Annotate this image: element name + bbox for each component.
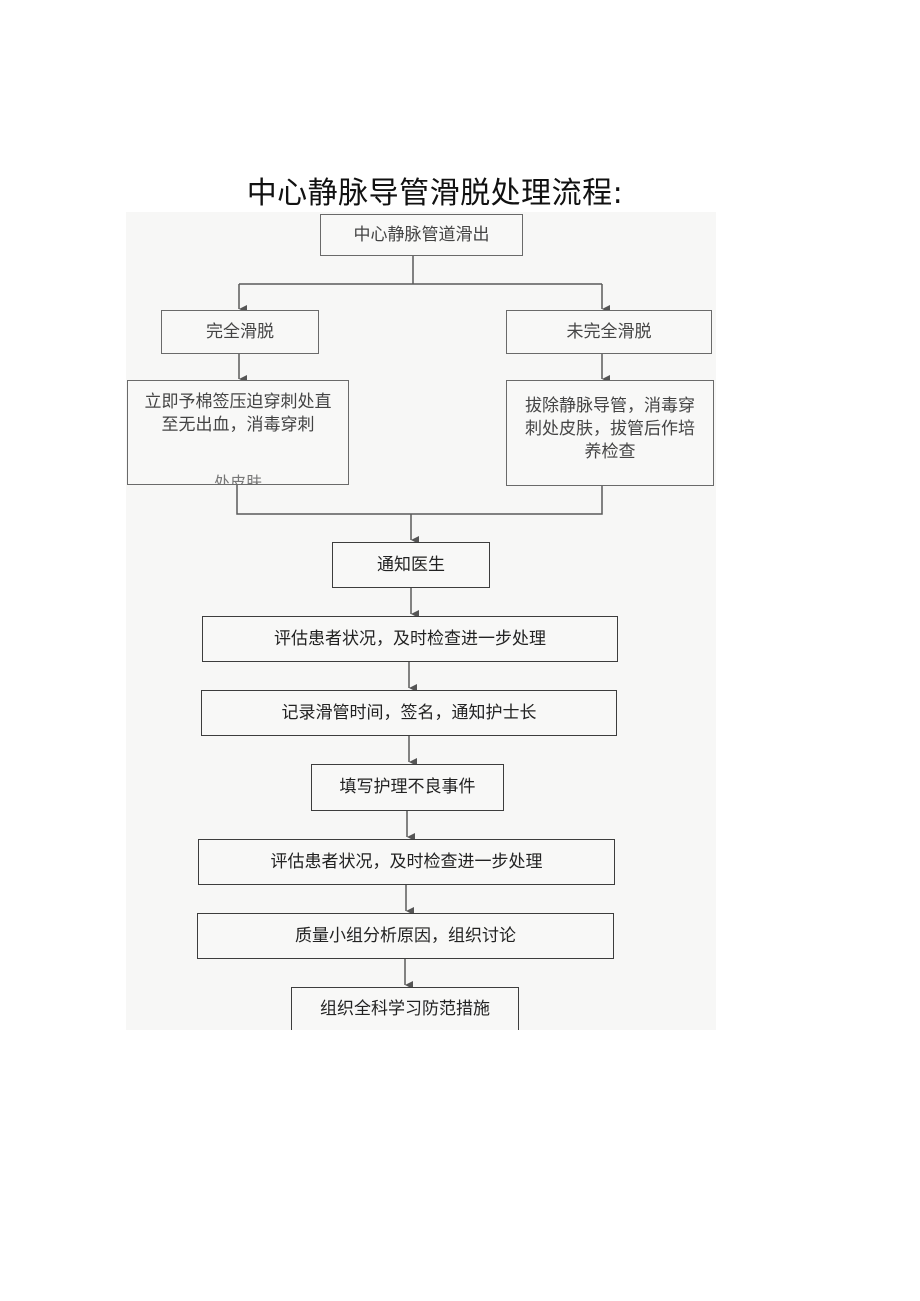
node-left-action-cutoff: 处皮肤 xyxy=(213,473,262,484)
node-partial-dislodgement: 未完全滑脱 xyxy=(506,310,712,354)
flowchart-title: 中心静脉导管滑脱处理流程: xyxy=(246,176,624,211)
node-start: 中心静脉管道滑出 xyxy=(320,214,523,256)
node-right-action: 拔除静脉导管，消毒穿刺处皮肤，拔管后作培养检查 xyxy=(506,380,714,486)
node-assess-1: 评估患者状况，及时检查进一步处理 xyxy=(202,616,618,662)
node-adverse-event: 填写护理不良事件 xyxy=(311,764,504,811)
node-complete-dislodgement: 完全滑脱 xyxy=(161,310,319,354)
node-left-action: 立即予棉签压迫穿刺处直至无出血，消毒穿刺 xyxy=(127,380,349,485)
node-right-action-text: 拔除静脉导管，消毒穿刺处皮肤，拔管后作培养检查 xyxy=(525,396,695,462)
node-study: 组织全科学习防范措施 xyxy=(291,987,519,1030)
node-left-action-text: 立即予棉签压迫穿刺处直至无出血，消毒穿刺 xyxy=(144,392,332,435)
flowchart-image: 中心静脉管道滑出 完全滑脱 未完全滑脱 立即予棉签压迫穿刺处直至无出血，消毒穿刺… xyxy=(126,212,716,1030)
node-assess-2: 评估患者状况，及时检查进一步处理 xyxy=(198,839,615,885)
node-notify-doctor: 通知医生 xyxy=(332,542,490,588)
node-analysis: 质量小组分析原因，组织讨论 xyxy=(197,913,614,959)
node-study-text: 组织全科学习防范措施 xyxy=(320,999,490,1019)
node-record: 记录滑管时间，签名，通知护士长 xyxy=(201,690,617,736)
connector-lines xyxy=(236,256,610,989)
